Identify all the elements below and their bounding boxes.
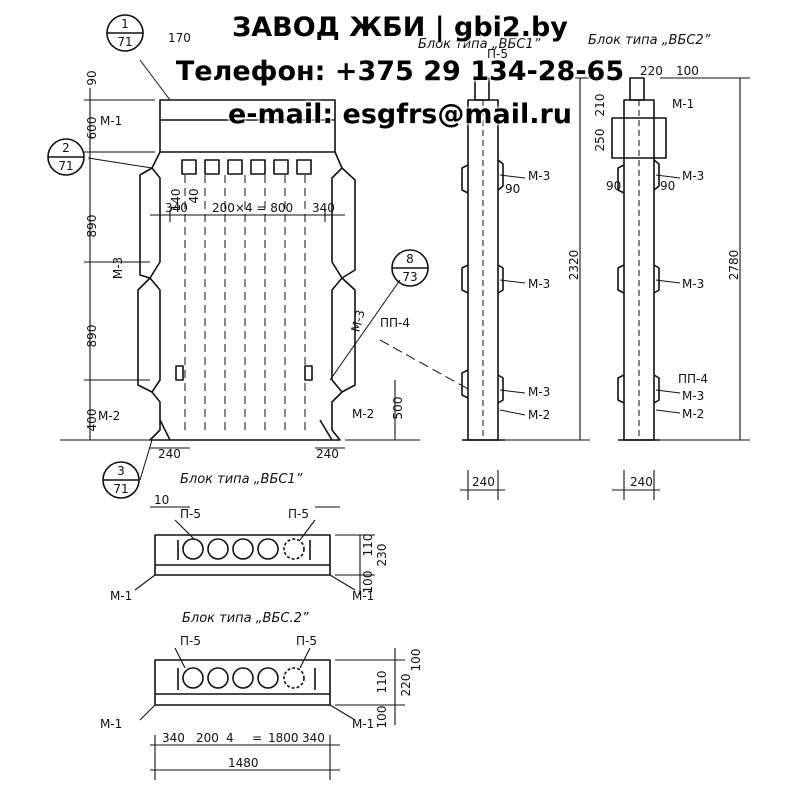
dim-100-plan1: 100 [361, 571, 375, 594]
left-dimension-chain [60, 88, 160, 441]
header-email[interactable]: e-mail: esgfrs@mail.ru [227, 99, 573, 130]
dim-100-plan2-top: 100 [409, 649, 423, 672]
dim-eq-plan2: = [252, 731, 262, 745]
mark-m3-front-left: М-3 [111, 257, 125, 279]
mark-m2-side2: М-2 [682, 407, 704, 421]
callout-8-bottom: 73 [402, 270, 417, 284]
mark-m1-plan1-left: М-1 [110, 589, 132, 603]
header-title: ЗАВОД ЖБИ | gbi2.by [232, 12, 568, 43]
dim-110-plan1: 110 [361, 534, 375, 557]
mark-m2-side1: М-2 [528, 408, 550, 422]
mark-m3-side1-c: М-3 [528, 385, 550, 399]
mark-p5-plan2-right: П-5 [296, 634, 317, 648]
title-vbs2-side: Блок типа „ВБС2” [588, 33, 711, 48]
plan-vbs1 [154, 534, 331, 576]
dim-340-plan2-left: 340 [162, 731, 185, 745]
plan-vbs2 [154, 659, 331, 706]
dim-340-right: 340 [312, 201, 335, 215]
side-view-vbs1 [461, 77, 505, 441]
callout-2-bottom: 71 [58, 159, 73, 173]
dim-2320: 2320 [567, 250, 581, 281]
dim-240-left: 240 [158, 447, 181, 461]
header-phone: Телефон: +375 29 134-28-65 [175, 56, 625, 87]
dim-240-right: 240 [316, 447, 339, 461]
callout-1-top: 1 [121, 17, 129, 31]
mark-m3-side2-a: М-3 [682, 169, 704, 183]
dim-10-plan1: 10 [154, 493, 169, 507]
dim-140: 140 [169, 189, 183, 212]
dim-340-plan2-right: 340 [302, 731, 325, 745]
dim-1480-plan2: 1480 [228, 756, 259, 770]
dim-90: 90 [85, 70, 99, 85]
mark-m3-side2-c: М-3 [682, 389, 704, 403]
mark-m1-front: М-1 [100, 114, 122, 128]
mark-m1-plan2-right: М-1 [352, 717, 374, 731]
dim-220-plan2: 220 [399, 674, 413, 697]
mark-m1-plan1-right: М-1 [352, 589, 374, 603]
dim-4-plan2: 4 [226, 731, 234, 745]
dim-220-side2: 220 [640, 64, 663, 78]
mark-m2-front-left: М-2 [98, 409, 120, 423]
dim-2780: 2780 [727, 250, 741, 281]
dim-250-side2: 250 [593, 129, 607, 152]
mark-m3-front-right: М-3 [348, 308, 367, 333]
dim-240-side2: 240 [630, 475, 653, 489]
dim-100-plan2-bottom: 100 [375, 706, 389, 729]
dim-100-side2: 100 [676, 64, 699, 78]
mark-p5-plan1-right: П-5 [288, 507, 309, 521]
dim-200x4: 200×4 = 800 [212, 201, 293, 215]
dim-90-side2-left: 90 [606, 179, 621, 193]
dim-210-side2: 210 [593, 94, 607, 117]
mark-m3-side1-b: М-3 [528, 277, 550, 291]
callout-3-top: 3 [117, 464, 125, 478]
mark-p5-side1: П-5 [487, 47, 508, 61]
dim-500: 500 [391, 397, 405, 420]
callout-3-bottom: 71 [113, 482, 128, 496]
dim-90-side1: 90 [505, 182, 520, 196]
dim-170: 170 [168, 31, 191, 45]
callout-2-top: 2 [62, 141, 70, 155]
title-vbs1-elevation: Блок типа „ВБС1” [180, 472, 303, 487]
dim-40: 40 [187, 188, 201, 203]
title-vbs1-side: Блок типа „ВБС1” [418, 37, 541, 52]
dim-340-left: 340 [165, 201, 188, 215]
front-elevation [137, 99, 356, 441]
side-view-vbs2 [611, 77, 667, 441]
dim-890-lower: 890 [85, 325, 99, 348]
dim-200-plan2: 200 [196, 731, 219, 745]
mark-p5-plan1-left: П-5 [180, 507, 201, 521]
callout-1-bottom: 71 [117, 35, 132, 49]
mark-m1-side2: М-1 [672, 97, 694, 111]
dim-230-plan1: 230 [375, 544, 389, 567]
dim-240-side1: 240 [472, 475, 495, 489]
title-vbs2-plan: Блок типа „ВБС.2” [182, 611, 309, 626]
mark-m1-plan2-left: М-1 [100, 717, 122, 731]
dim-110-plan2: 110 [375, 671, 389, 694]
dim-600: 600 [85, 117, 99, 140]
mark-pp4-front: ПП-4 [380, 316, 410, 330]
mark-m2-front-right: М-2 [352, 407, 374, 421]
mark-p5-plan2-left: П-5 [180, 634, 201, 648]
dim-1800-plan2: 1800 [268, 731, 299, 745]
mark-m3-side2-b: М-3 [682, 277, 704, 291]
callout-8-top: 8 [406, 252, 414, 266]
dim-890-upper: 890 [85, 215, 99, 238]
dim-400: 400 [85, 409, 99, 432]
dim-90-side2-right: 90 [660, 179, 675, 193]
mark-pp4-side2: ПП-4 [678, 372, 708, 386]
mark-m3-side1-a: М-3 [528, 169, 550, 183]
